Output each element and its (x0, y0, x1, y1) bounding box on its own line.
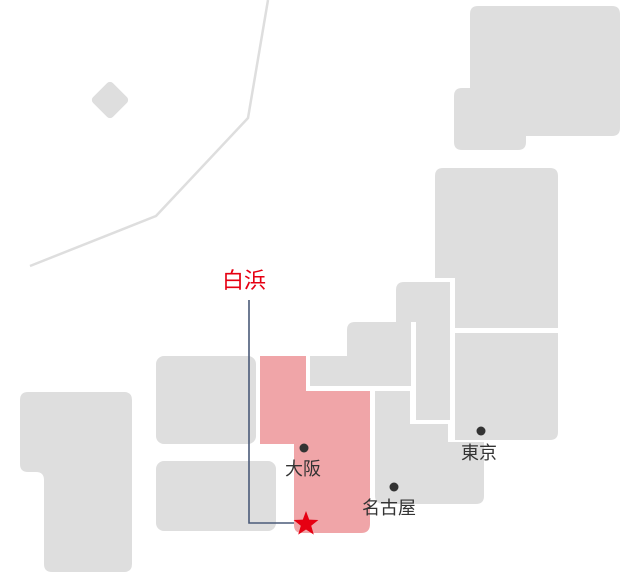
destination-label: 白浜 (222, 268, 267, 293)
city-label-osaka: 大阪 (285, 459, 321, 479)
city-dot-osaka (299, 443, 309, 453)
region-chugoku (156, 356, 256, 444)
destination-leader-line (248, 300, 294, 524)
city-label-nagoya: 名古屋 (362, 498, 416, 518)
city-dot-nagoya (389, 482, 399, 492)
region-shikoku (156, 461, 276, 531)
region-kyushu (20, 392, 132, 572)
destination-star-icon (293, 511, 319, 535)
sea-boundary-line (29, 0, 270, 268)
city-label-tokyo: 東京 (461, 443, 497, 463)
island-region (91, 81, 129, 119)
city-dot-tokyo (476, 426, 486, 436)
region-kanto (455, 333, 558, 440)
region-tohoku (435, 168, 558, 328)
region-hokuriku (310, 322, 411, 386)
region-chubu (375, 391, 484, 504)
region-hokkaido (454, 6, 620, 150)
region-chubu-north (396, 282, 450, 420)
region-kinki-highlight (260, 356, 370, 533)
